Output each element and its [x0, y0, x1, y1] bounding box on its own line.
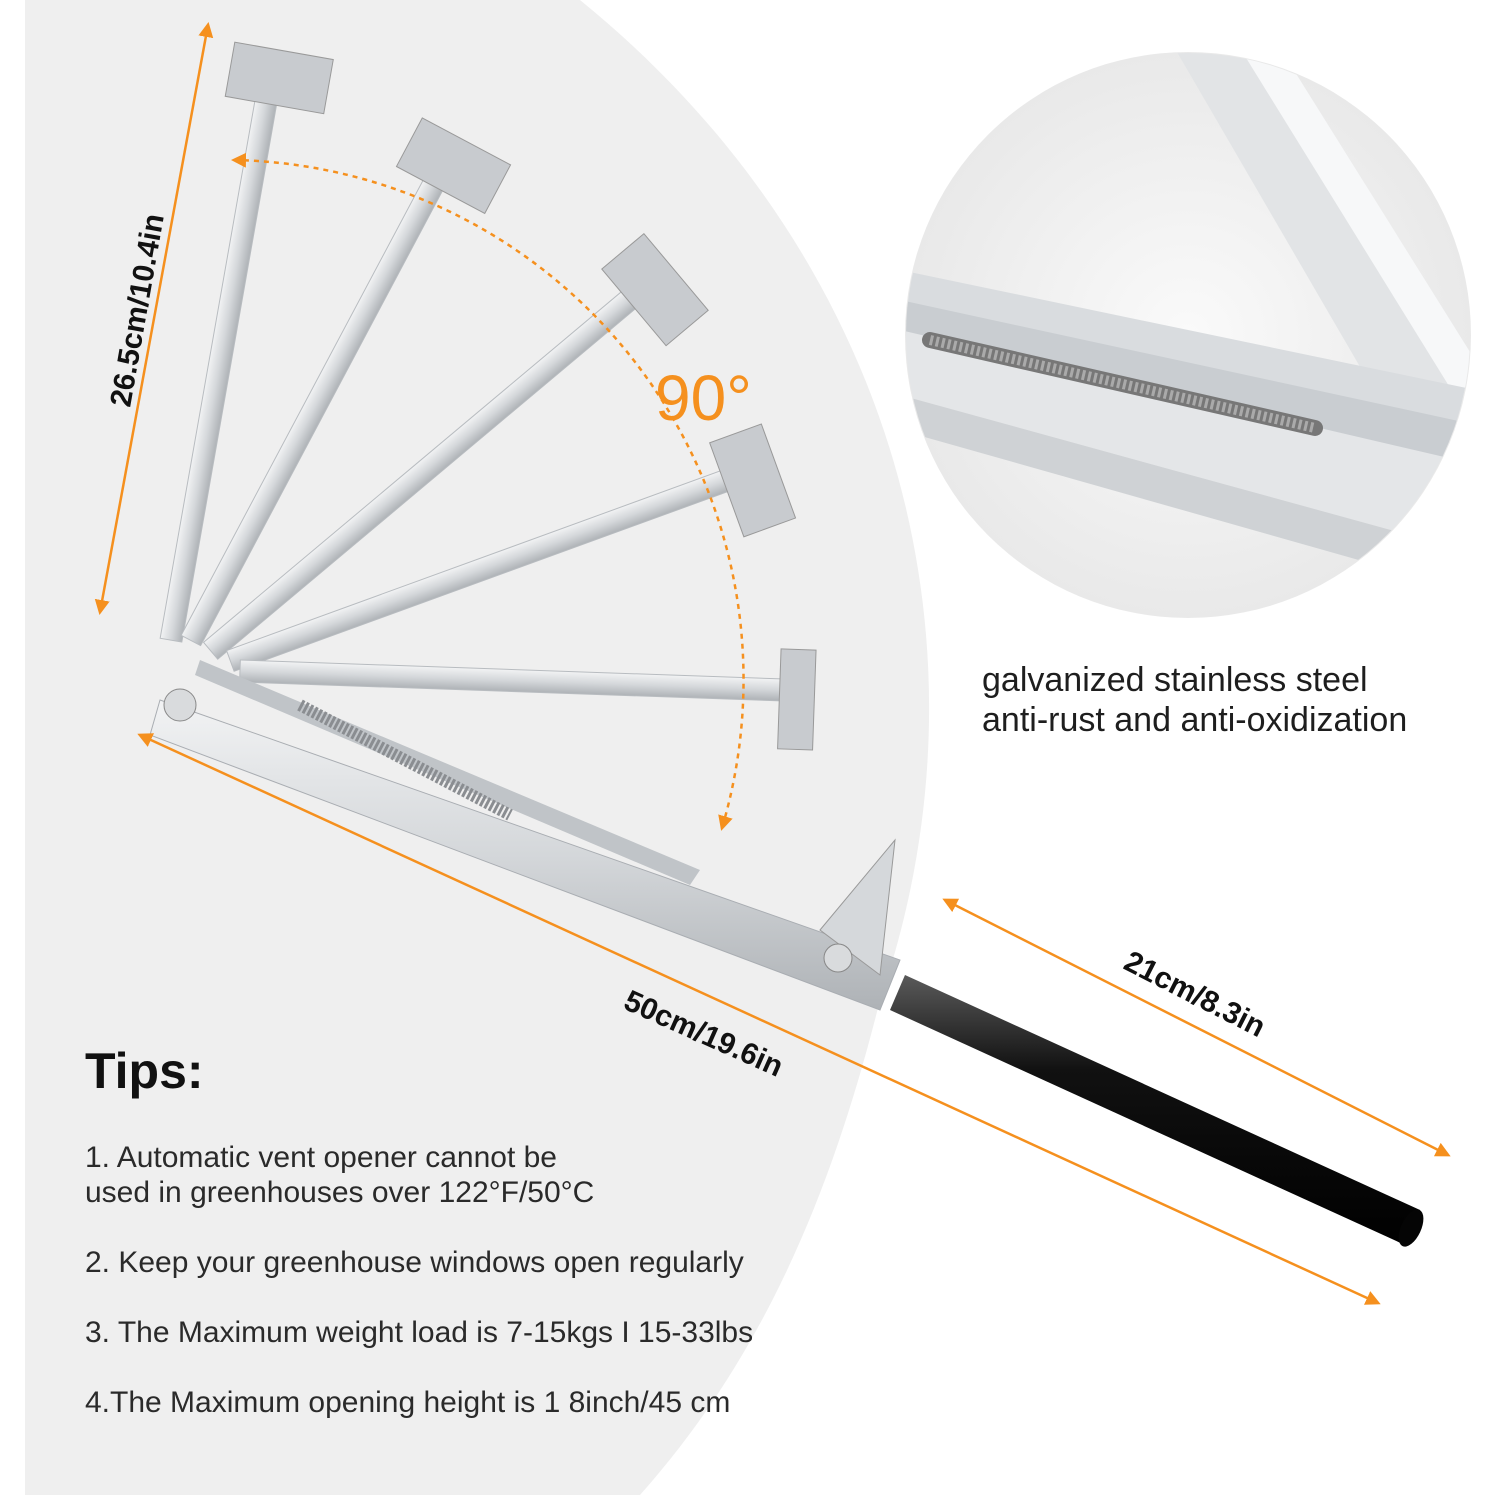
tip-2-line1: 2. Keep your greenhouse windows open reg… [85, 1246, 744, 1279]
tip-item-4: 4.The Maximum opening height is 1 8inch/… [85, 1385, 730, 1420]
arm-length-arrow [94, 22, 214, 615]
tip-1-line2: used in greenhouses over 122°F/50°C [85, 1176, 595, 1209]
tips-heading: Tips: [85, 1043, 204, 1099]
material-note-line2: anti-rust and anti-oxidization [982, 701, 1408, 739]
opening-angle-label: 90° [655, 362, 752, 434]
handle-tube [890, 975, 1424, 1247]
tip-3-line1: 3. The Maximum weight load is 7-15kgs I … [85, 1316, 754, 1349]
zoom-detail-circle [905, 52, 1471, 618]
tip-item-1: 1. Automatic vent opener cannot be used … [85, 1140, 594, 1210]
tip-1-line1: 1. Automatic vent opener cannot be [85, 1141, 557, 1174]
handle-length-label: 21cm/8.3in [1119, 945, 1271, 1044]
spring-closeup [922, 332, 1323, 436]
material-note: galvanized stainless steel anti-rust and… [982, 660, 1407, 740]
tip-4-line1: 4.The Maximum opening height is 1 8inch/… [85, 1386, 731, 1419]
tip-item-3: 3. The Maximum weight load is 7-15kgs I … [85, 1315, 753, 1350]
tip-item-2: 2. Keep your greenhouse windows open reg… [85, 1245, 744, 1280]
handle-length-arrow [942, 898, 1451, 1157]
material-note-line1: galvanized stainless steel [982, 661, 1368, 699]
